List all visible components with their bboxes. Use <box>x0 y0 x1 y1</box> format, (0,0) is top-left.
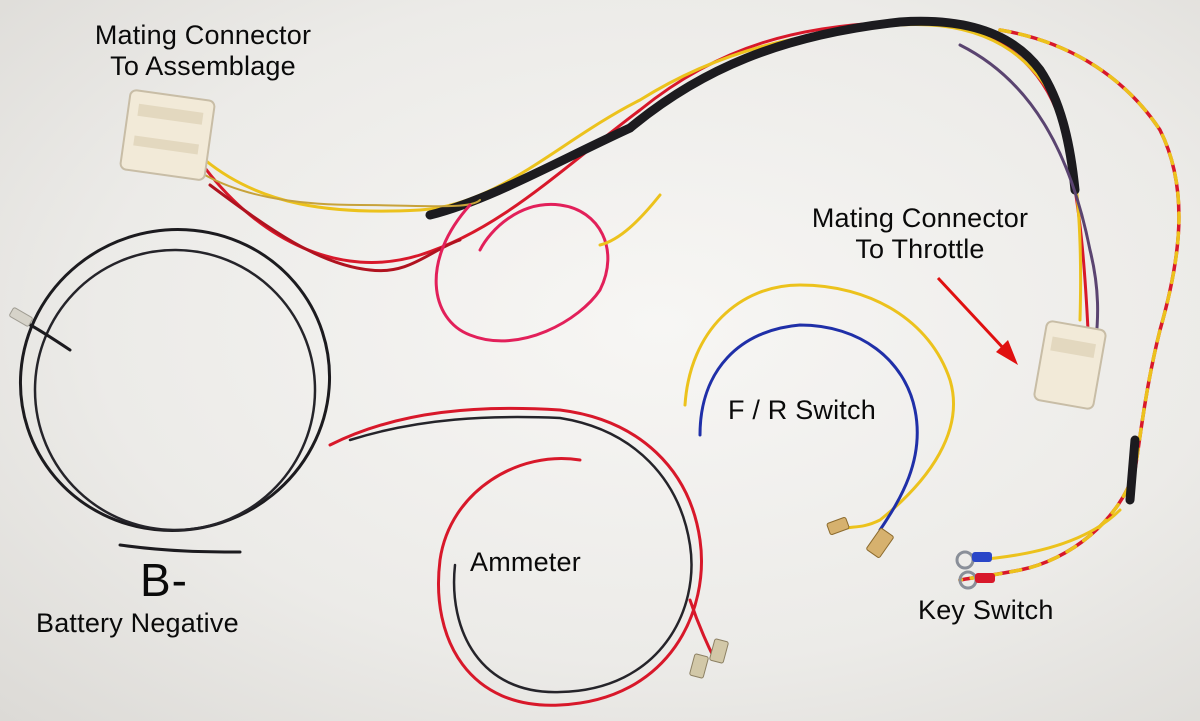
label-b-minus: B- <box>140 554 188 606</box>
label-assemblage-line1: Mating Connector <box>94 20 312 50</box>
label-battery-negative: Battery Negative <box>36 608 239 638</box>
ammeter-wire <box>328 406 729 707</box>
label-throttle-line2: To Throttle <box>855 234 985 264</box>
label-assemblage-connector: Mating Connector To Assemblage <box>48 20 358 82</box>
pink-loop-wire <box>434 193 662 343</box>
battery-negative-wire <box>9 228 332 554</box>
label-throttle-connector: Mating Connector To Throttle <box>765 203 1075 265</box>
label-ammeter: Ammeter <box>470 547 581 577</box>
label-assemblage-line2: To Assemblage <box>110 51 296 81</box>
harness-thin-wires <box>204 174 481 208</box>
harness-black-sleeve <box>425 16 1080 220</box>
ring-terminal-blue <box>955 550 975 570</box>
label-key-switch: Key Switch <box>918 595 1054 625</box>
main-harness <box>203 16 1100 342</box>
label-fr-switch: F / R Switch <box>728 395 876 425</box>
label-throttle-line1: Mating Connector <box>811 203 1029 233</box>
fr-switch-wire <box>683 283 955 558</box>
arrow-to-throttle <box>936 276 1018 365</box>
throttle-connector <box>1033 320 1107 410</box>
harness-red-branch <box>208 183 462 273</box>
assemblage-connector <box>119 89 216 181</box>
key-switch-wire <box>955 28 1181 590</box>
harness-purple-wire <box>958 43 1100 342</box>
